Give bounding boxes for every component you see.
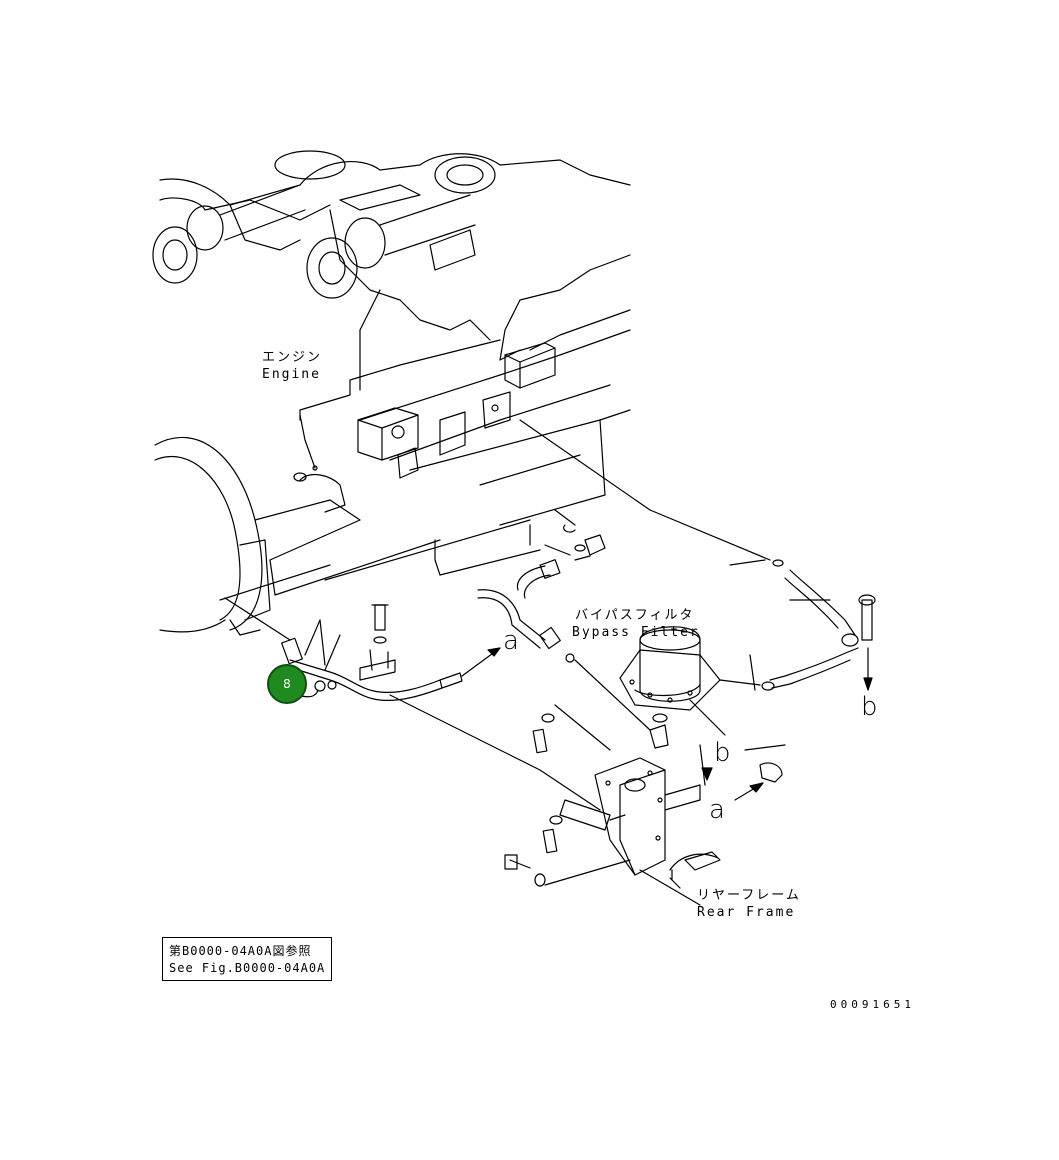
rear-frame-label-jp: リヤーフレーム — [697, 888, 801, 903]
bracket-bolt — [359, 604, 396, 681]
bracket-bolts — [504, 704, 631, 887]
engine-label-en: Engine — [262, 367, 321, 382]
hose-left — [281, 619, 501, 701]
callout-number: 8 — [283, 677, 291, 691]
rear-frame — [639, 851, 721, 906]
bypass-filter-label-jp: バイパスフィルタ — [575, 608, 695, 623]
reference-line-jp: 第B0000-04A0A図参照 — [169, 944, 312, 958]
hose-right — [719, 559, 876, 801]
marker-b-bottom: b — [714, 738, 731, 768]
engine-block — [152, 150, 631, 636]
leader-lines — [224, 419, 771, 811]
document-number: 00091651 — [830, 998, 915, 1011]
part-callout-8[interactable]: 8 — [267, 664, 307, 704]
marker-b-right: b — [861, 692, 878, 722]
bypass-filter-label-en: Bypass Filter — [572, 625, 700, 640]
engine-label-jp: エンジン — [262, 350, 323, 365]
bypass-filter — [565, 626, 721, 749]
rear-frame-label-en: Rear Frame — [697, 905, 796, 920]
marker-a-bottom: a — [709, 795, 725, 825]
marker-a-top: a — [503, 626, 519, 656]
reference-line-en: See Fig.B0000-04A0A — [169, 961, 326, 975]
mount-bracket — [559, 744, 713, 876]
hose-top — [477, 509, 606, 650]
reference-box: 第B0000-04A0A図参照 See Fig.B0000-04A0A — [162, 937, 332, 981]
